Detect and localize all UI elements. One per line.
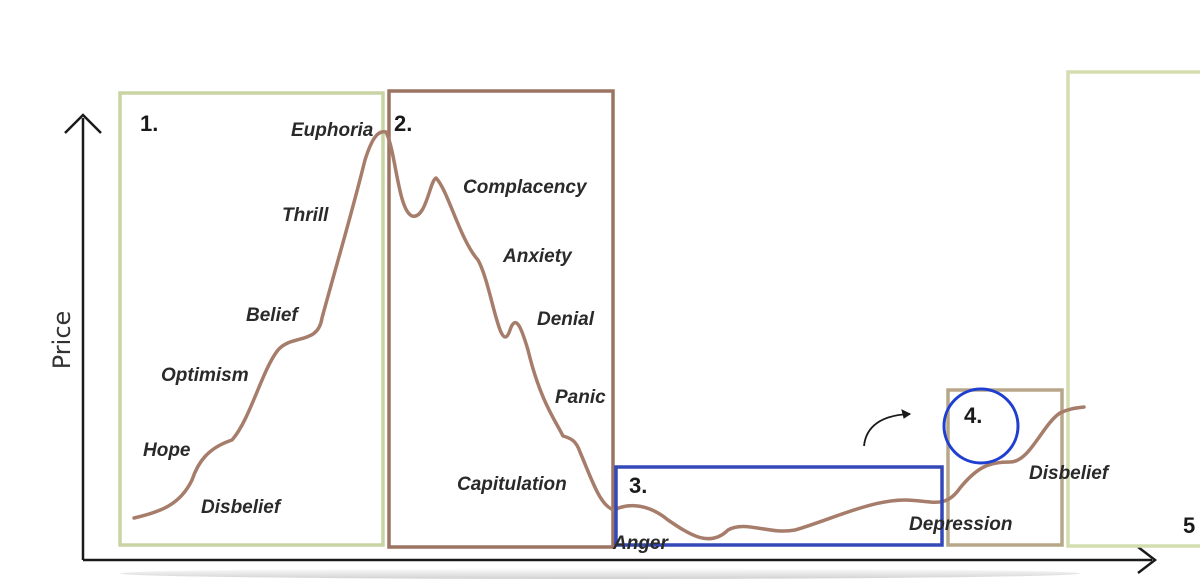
label-depression: Depression — [909, 514, 1012, 535]
label-thrill: Thrill — [282, 205, 329, 226]
label-denial: Denial — [537, 309, 595, 330]
label-optimism: Optimism — [161, 365, 249, 386]
curved-arrow-icon — [863, 409, 911, 447]
stage-1-label: 1. — [140, 111, 158, 136]
label-panic: Panic — [555, 387, 606, 408]
y-axis-arrowhead-icon — [64, 113, 102, 134]
label-disbelief-stage-4: Disbelief — [1029, 463, 1110, 484]
stage-2-box — [387, 89, 615, 549]
y-axis-label: Price — [48, 311, 76, 370]
label-euphoria: Euphoria — [291, 120, 374, 141]
label-disbelief-stage-1: Disbelief — [201, 497, 282, 518]
stage-3-label: 3. — [629, 473, 647, 498]
stage-5-label: 5 — [1183, 513, 1195, 538]
price-curve — [132, 129, 1086, 541]
stage-3-box — [614, 465, 944, 547]
label-anger: Anger — [612, 533, 670, 554]
stage-4-highlight-circle — [942, 387, 1020, 465]
axes: Price — [48, 113, 1158, 574]
label-hope: Hope — [143, 440, 191, 461]
bottom-edge-shadow — [120, 568, 1080, 579]
label-anxiety: Anxiety — [502, 246, 573, 267]
stage-1-box — [118, 91, 385, 547]
x-axis-arrowhead-icon — [1137, 546, 1158, 574]
label-capitulation: Capitulation — [457, 474, 567, 495]
stage-4-box — [946, 388, 1064, 547]
label-belief: Belief — [246, 305, 299, 326]
stage-5-box — [1066, 70, 1200, 548]
label-complacency: Complacency — [463, 177, 588, 198]
stage-4-label: 4. — [964, 403, 982, 428]
stage-2-label: 2. — [394, 111, 412, 136]
